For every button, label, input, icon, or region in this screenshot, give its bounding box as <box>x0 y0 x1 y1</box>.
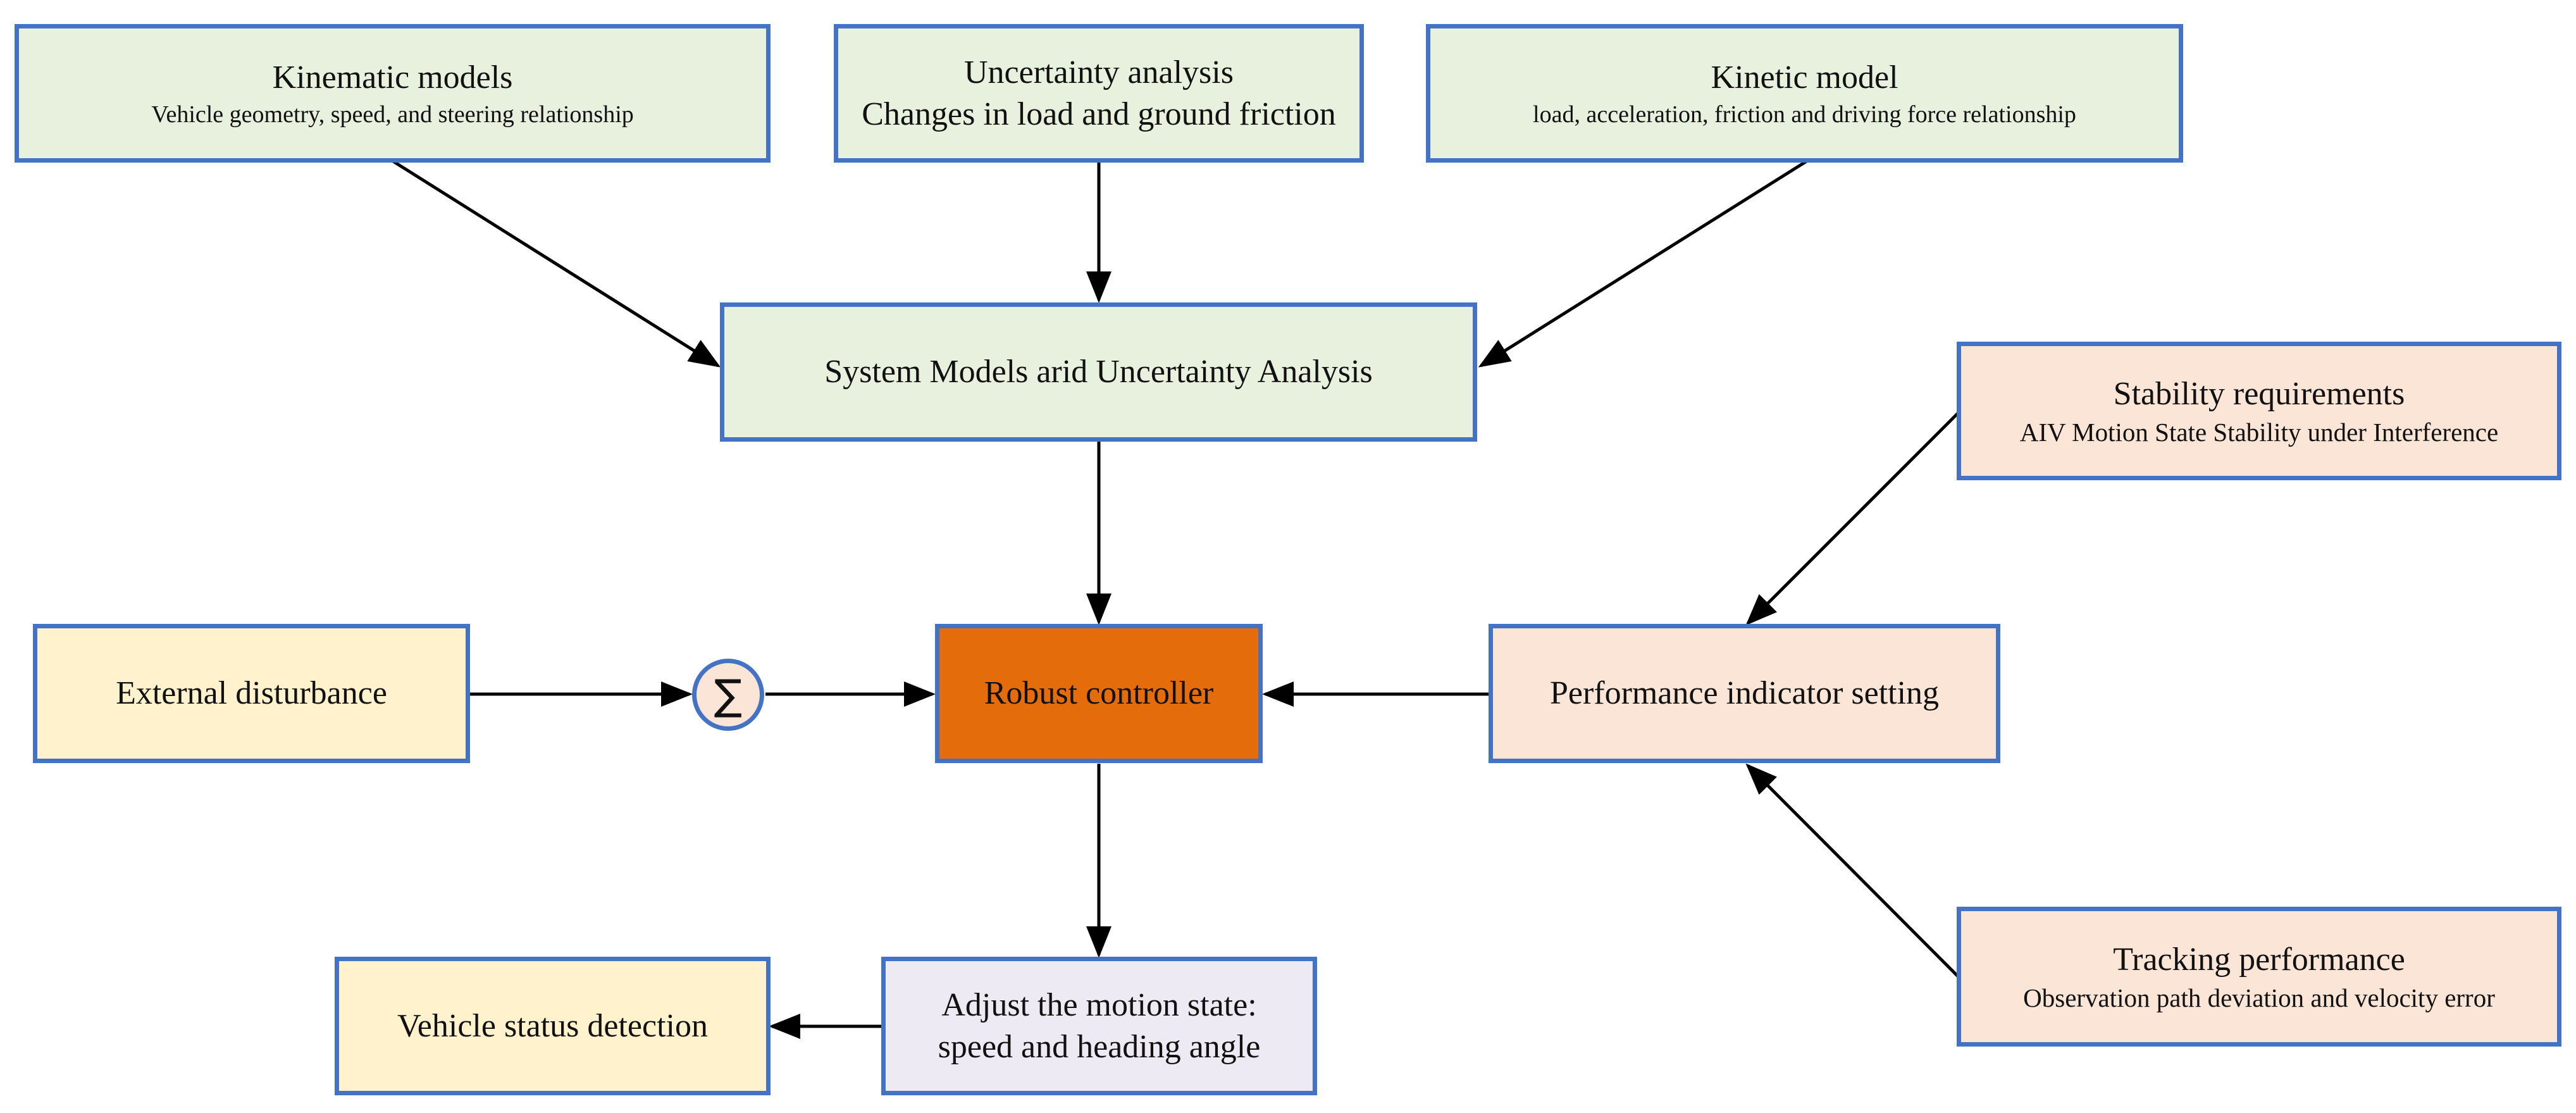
system-models-title: System Models arid Uncertainty Analysis <box>824 354 1373 390</box>
kinetic-model-title: Kinetic model <box>1711 59 1898 96</box>
kinematic-models-box: Kinematic models Vehicle geometry, speed… <box>15 24 771 163</box>
adjust-motion-box: Adjust the motion state: speed and headi… <box>881 957 1317 1095</box>
stability-requirements-title: Stability requirements <box>2113 375 2405 412</box>
uncertainty-analysis-subtitle: Changes in load and ground friction <box>862 96 1336 132</box>
system-models-box: System Models arid Uncertainty Analysis <box>720 302 1477 442</box>
uncertainty-analysis-box: Uncertainty analysis Changes in load and… <box>834 24 1364 163</box>
tracking-performance-title: Tracking performance <box>2113 941 2405 978</box>
external-disturbance-title: External disturbance <box>116 675 387 711</box>
performance-indicator-title: Performance indicator setting <box>1549 675 1940 711</box>
vehicle-status-title: Vehicle status detection <box>397 1007 708 1044</box>
vehicle-status-box: Vehicle status detection <box>335 957 771 1095</box>
arrow-stability-to-performance <box>1745 411 1960 626</box>
arrow-kinematic-to-system <box>391 159 721 368</box>
adjust-motion-line2: speed and heading angle <box>938 1028 1261 1065</box>
stability-requirements-subtitle: AIV Motion State Stability under Interfe… <box>2019 417 2499 447</box>
robust-controller-title: Robust controller <box>984 675 1214 711</box>
kinetic-model-box: Kinetic model load, acceleration, fricti… <box>1426 24 2183 163</box>
adjust-motion-line1: Adjust the motion state: <box>941 986 1257 1023</box>
external-disturbance-box: External disturbance <box>33 624 470 763</box>
uncertainty-analysis-title: Uncertainty analysis <box>964 54 1234 90</box>
arrow-kinetic-to-system <box>1478 159 1809 368</box>
kinematic-models-title: Kinematic models <box>272 59 513 96</box>
summation-node: ∑ <box>692 659 764 731</box>
stability-requirements-box: Stability requirements AIV Motion State … <box>1957 342 2561 480</box>
performance-indicator-box: Performance indicator setting <box>1489 624 2000 763</box>
robust-controller-box: Robust controller <box>935 624 1263 763</box>
summation-icon: ∑ <box>714 670 743 719</box>
arrow-tracking-to-performance <box>1745 763 1960 978</box>
kinetic-model-subtitle: load, acceleration, friction and driving… <box>1533 101 2076 128</box>
kinematic-models-subtitle: Vehicle geometry, speed, and steering re… <box>151 101 634 128</box>
tracking-performance-box: Tracking performance Observation path de… <box>1957 907 2561 1047</box>
tracking-performance-subtitle: Observation path deviation and velocity … <box>2023 983 2495 1012</box>
